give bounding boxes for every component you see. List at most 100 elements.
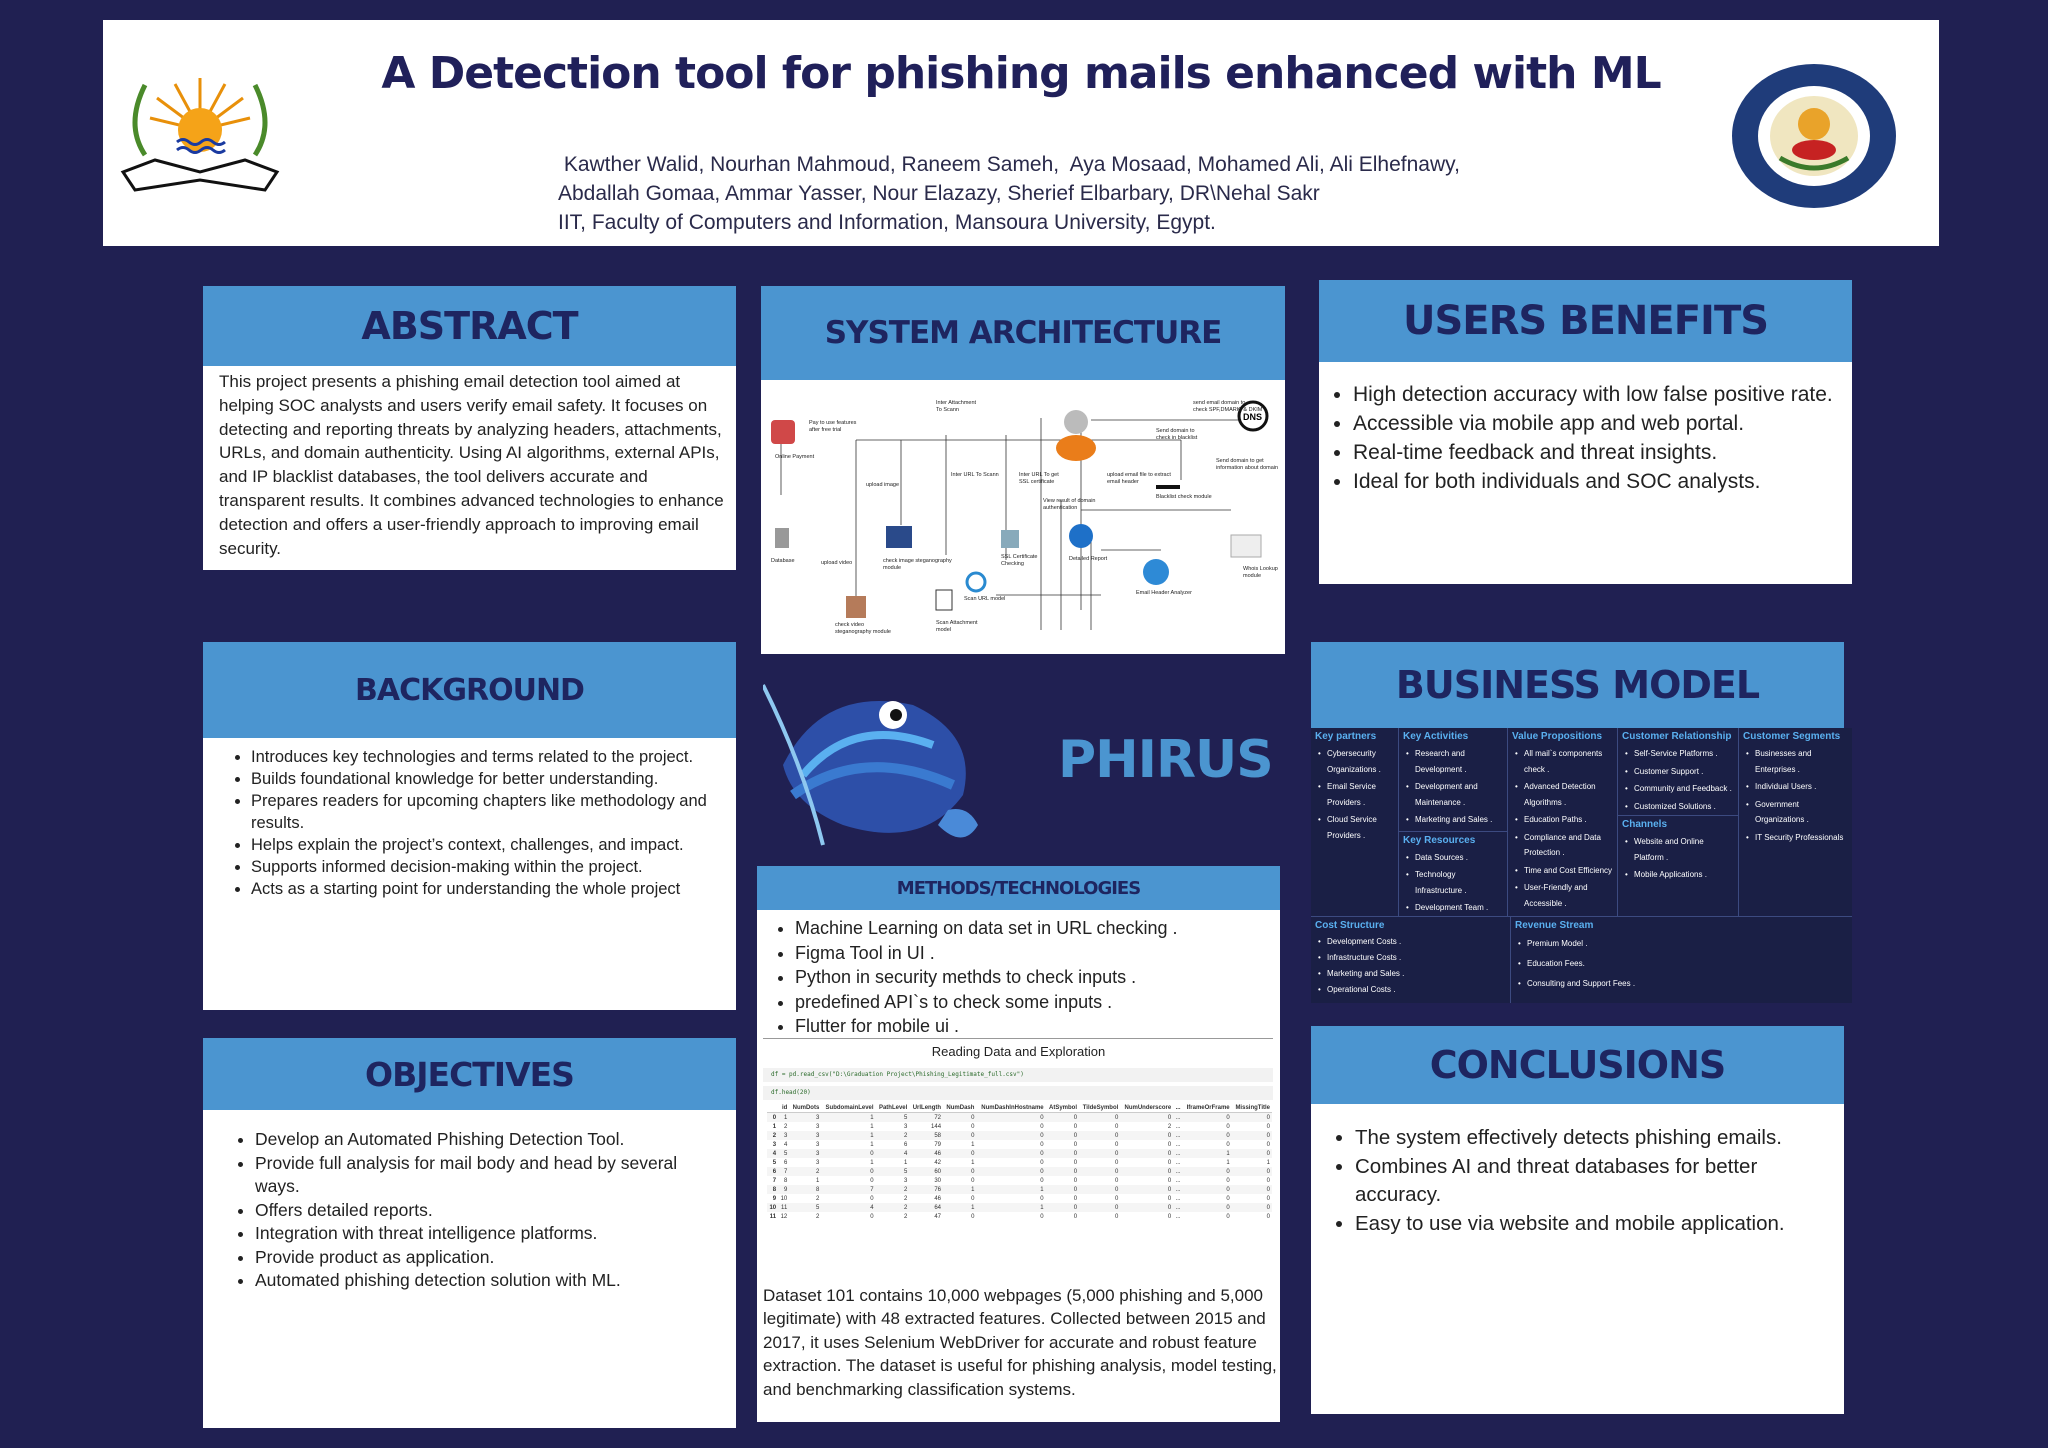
table-cell: 0 <box>870 1195 874 1202</box>
list-item: Real-time feedback and threat insights. <box>1353 438 1846 467</box>
affiliation: IIT, Faculty of Computers and Informatio… <box>558 211 1216 234</box>
table-cell: 0 <box>1040 1213 1044 1220</box>
architecture-diagram: DNS Online Payment Pay to use features a… <box>771 400 1278 635</box>
list-item: Self-Service Platforms . <box>1618 745 1738 763</box>
table-cell: ... <box>1175 1213 1181 1220</box>
table-cell: 2 <box>903 1132 908 1139</box>
objectives-heading: OBJECTIVES <box>203 1038 736 1110</box>
table-cell: 1 <box>870 1132 874 1139</box>
table-header-cell: NumDots <box>789 1104 822 1113</box>
attachment-icon <box>935 589 953 611</box>
table-cell: 0 <box>1266 1204 1270 1211</box>
table-cell: 0 <box>1226 1177 1230 1184</box>
table-cell: ... <box>1175 1150 1181 1157</box>
table-cell: 0 <box>1073 1141 1078 1148</box>
table-cell: 1 <box>1226 1150 1230 1157</box>
table-cell: 1 <box>971 1141 975 1148</box>
table-header-cell: ... <box>1173 1104 1183 1113</box>
table-cell: 0 <box>1114 1123 1119 1130</box>
list-item: High detection accuracy with low false p… <box>1353 380 1846 409</box>
table-cell: 0 <box>1114 1141 1119 1148</box>
table-cell: 0 <box>1167 1204 1172 1211</box>
abstract-heading: ABSTRACT <box>203 286 736 366</box>
svg-text:Inter URL To get: Inter URL To get <box>1019 472 1059 478</box>
svg-text:Whois Lookup: Whois Lookup <box>1243 566 1278 572</box>
table-cell: 9 <box>783 1186 788 1193</box>
table-cell: 6 <box>903 1141 908 1148</box>
table-cell: 1 <box>1040 1186 1044 1193</box>
table-cell: 0 <box>1073 1213 1078 1220</box>
list-item: Research and Development . <box>1399 745 1507 778</box>
table-cell: 0 <box>1266 1150 1270 1157</box>
list-item: Combines AI and threat databases for bet… <box>1355 1153 1833 1210</box>
table-cell: 0 <box>1040 1168 1044 1175</box>
table-cell: 0 <box>1073 1168 1078 1175</box>
table-cell: 0 <box>971 1177 975 1184</box>
table-header-cell: UrlLength <box>909 1104 944 1113</box>
svg-text:Scan URL model: Scan URL model <box>964 596 1005 602</box>
list-item: Cybersecurity Organizations . <box>1311 745 1398 778</box>
arch-label: Online Payment <box>775 454 815 460</box>
code-cell-2: df.head(20) <box>763 1086 1273 1100</box>
table-cell: ... <box>1175 1123 1181 1130</box>
list-item: Python in security methds to check input… <box>795 965 1273 990</box>
business-canvas: Key partners Cybersecurity Organizations… <box>1311 728 1852 1003</box>
ssl-icon <box>1001 530 1019 548</box>
table-cell: 5 <box>772 1159 777 1166</box>
svg-text:Inter Attachment: Inter Attachment <box>936 400 977 406</box>
poster-title: A Detection tool for phishing mails enha… <box>381 48 1661 99</box>
table-cell: 0 <box>1073 1195 1078 1202</box>
table-cell: 7 <box>772 1177 777 1184</box>
objectives-list: Develop an Automated Phishing Detection … <box>233 1128 723 1293</box>
list-item: Develop an Automated Phishing Detection … <box>255 1128 723 1152</box>
table-cell: 2 <box>783 1123 788 1130</box>
table-cell: 3 <box>815 1159 820 1166</box>
list-item: Provide product as application. <box>255 1246 723 1270</box>
svg-text:authentication: authentication <box>1043 505 1077 511</box>
table-cell: 2 <box>815 1195 820 1202</box>
table-cell: 46 <box>934 1150 942 1157</box>
list-item: Operational Costs . <box>1311 982 1510 998</box>
table-header-cell: TildeSymbol <box>1079 1104 1121 1113</box>
list-item: Consulting and Support Fees . <box>1511 974 1852 994</box>
list-item: Education Paths . <box>1508 811 1617 829</box>
table-cell: 3 <box>815 1132 820 1139</box>
table-cell: 8 <box>783 1177 788 1184</box>
url-icon <box>965 571 987 593</box>
table-cell: 0 <box>971 1123 975 1130</box>
svg-text:Send domain to get: Send domain to get <box>1216 458 1264 464</box>
whois-icon <box>1230 534 1262 558</box>
svg-text:Pay to use features: Pay to use features <box>809 420 857 426</box>
list-item: predefined API`s to check some inputs . <box>795 990 1273 1015</box>
svg-text:check image steganography: check image steganography <box>883 558 952 564</box>
table-header-cell: id <box>778 1104 790 1113</box>
table-cell: 11 <box>781 1204 788 1211</box>
conclusions-heading: CONCLUSIONS <box>1311 1026 1844 1104</box>
table-cell: 0 <box>1226 1204 1230 1211</box>
table-cell: 0 <box>1114 1159 1119 1166</box>
table-cell: 1 <box>971 1186 975 1193</box>
table-cell: 0 <box>971 1168 975 1175</box>
table-cell: 2 <box>903 1195 908 1202</box>
list-item: The system effectively detects phishing … <box>1355 1124 1833 1153</box>
benefits-list: High detection accuracy with low false p… <box>1331 380 1846 496</box>
table-cell: 1 <box>971 1159 975 1166</box>
svg-text:module: module <box>1243 573 1261 579</box>
table-cell: 1 <box>870 1159 874 1166</box>
table-cell: 0 <box>1040 1195 1044 1202</box>
segments-title: Customer Segments <box>1743 731 1841 742</box>
table-cell: 30 <box>934 1177 942 1184</box>
svg-text:upload image: upload image <box>866 482 899 488</box>
table-cell: 0 <box>1114 1132 1119 1139</box>
table-cell: 0 <box>1266 1213 1270 1220</box>
dataset-description: Dataset 101 contains 10,000 webpages (5,… <box>763 1286 1277 1399</box>
table-header-cell: AtSymbol <box>1045 1104 1080 1113</box>
table-cell: 0 <box>1073 1159 1078 1166</box>
table-cell: 0 <box>870 1177 874 1184</box>
list-item: Acts as a starting point for understandi… <box>251 878 729 900</box>
